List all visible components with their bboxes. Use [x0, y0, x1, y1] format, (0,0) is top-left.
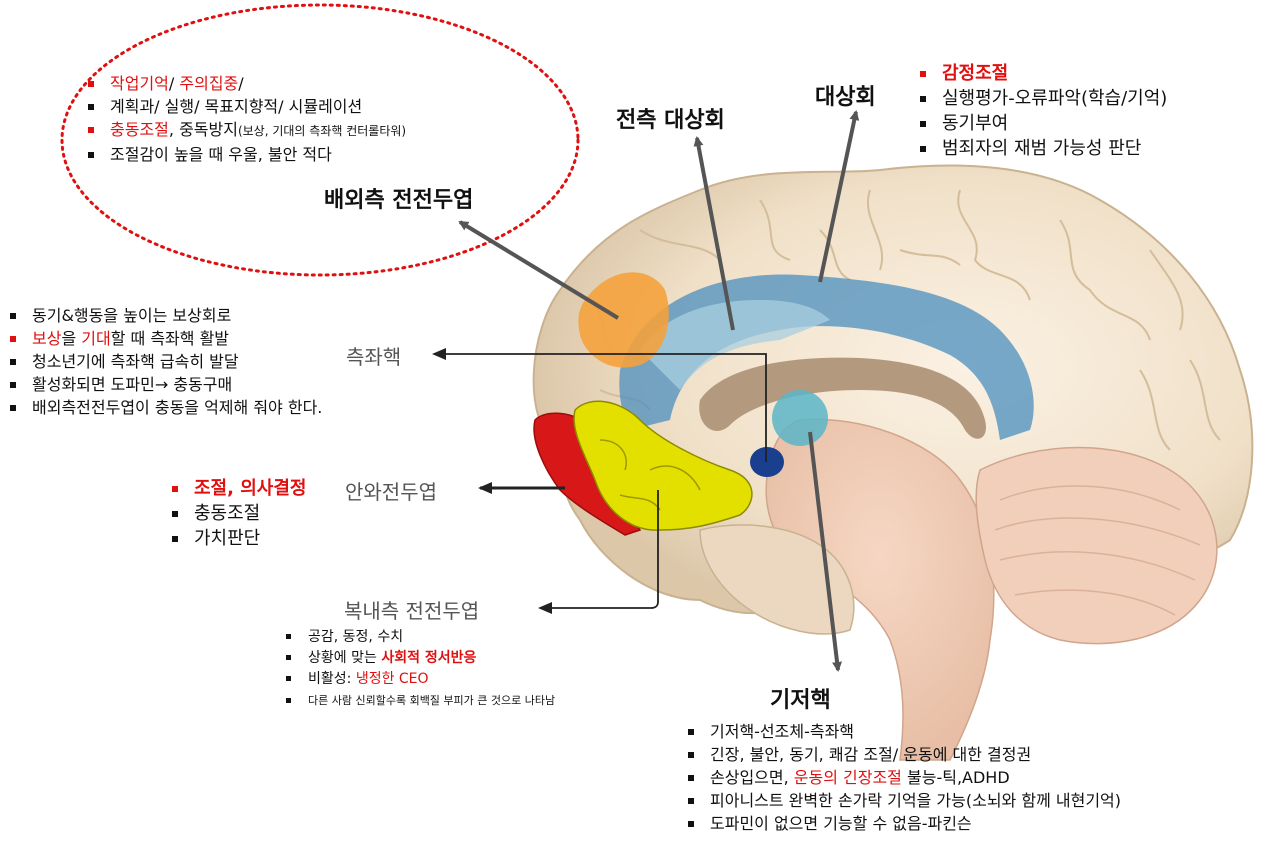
dlpfc-item-3-text: 충동조절 [110, 120, 169, 139]
vmpfc-item-2-text: 상황에 맞는 [308, 650, 382, 666]
basal-item-3: 손상입으면, 운동의 긴장조절 불능-틱,ADHD [686, 766, 1121, 789]
nacc-item-2-text: 기대 [81, 329, 111, 348]
vmpfc-title: 복내측 전전두엽 [344, 599, 480, 623]
nacc-item-5-text: 배외측전전두엽이 충동을 억제해 줘야 한다. [32, 398, 323, 417]
nacc-item-1-text: 동기&행동을 높이는 보상회로 [32, 306, 232, 325]
dlpfc-item-4-text: 조절감이 높을 때 우울, 불안 적다 [110, 145, 332, 164]
brain-illustration [532, 164, 1254, 761]
cingulate-item-3-text: 동기부여 [942, 113, 1009, 134]
dlpfc-item-2-text: 계획과/ 실행/ 목표지향적/ 시뮬레이션 [110, 97, 363, 116]
cingulate-item-2-text: 실행평가-오류파악(학습/기억) [942, 88, 1168, 109]
basal-item-4: 피아니스트 완벽한 손가락 기억을 가능(소뇌와 함께 내현기억) [686, 789, 1121, 812]
arrow-basal [808, 431, 843, 672]
arrow-dlpfc [458, 220, 620, 320]
arrow-nacc [432, 348, 767, 462]
nacc-item-3-text: 청소년기에 측좌핵 급속히 발달 [32, 352, 239, 371]
dlpfc-item-1-text: 주의집중 [179, 74, 239, 93]
cingulate-item-4: 범죄자의 재범 가능성 판단 [918, 136, 1167, 161]
basal-item-5-text: 도파민이 없으면 기능할 수 없음-파킨슨 [710, 814, 972, 833]
dlpfc-item-3: 충동조절, 중독방지(보상, 기대의 측좌핵 컨터롤타워) [86, 118, 406, 143]
basal-ganglia-title: 기저핵 [770, 688, 831, 713]
cingulate-item-3: 동기부여 [918, 111, 1167, 136]
basal-item-4-text: 피아니스트 완벽한 손가락 기억을 가능(소뇌와 함께 내현기억) [710, 791, 1122, 810]
vmpfc-item-3: 비활성: 냉정한 CEO [284, 669, 476, 690]
basal-item-2: 긴장, 불안, 동기, 쾌감 조절/ 운동에 대한 결정권 [686, 743, 1121, 766]
dlpfc-item-1: 작업기억/ 주의집중/ [86, 72, 406, 95]
nacc-title: 측좌핵 [346, 345, 402, 369]
basal-item-1-text: 기저핵-선조체-측좌핵 [710, 722, 855, 741]
dlpfc-region [578, 272, 669, 368]
nacc-item-1: 동기&행동을 높이는 보상회로 [8, 304, 322, 327]
dlpfc-item-1-text: / [238, 74, 244, 93]
brainstem [765, 418, 995, 761]
nacc-item-3: 청소년기에 측좌핵 급속히 발달 [8, 350, 322, 373]
ofc-title: 안와전두엽 [345, 480, 437, 504]
vmpfc-item-3-text: 냉정한 CEO [355, 671, 429, 687]
basal-item-3-text: 불능-틱,ADHD [901, 768, 1010, 787]
vmpfc-item-1-text: 공감, 동정, 수치 [308, 629, 404, 645]
nucleus-accumbens-region [750, 447, 784, 477]
arrow-vmpfc [538, 490, 659, 614]
vmpfc-item-3-text: 비활성: [308, 671, 356, 687]
dlpfc-title: 배외측 전전두엽 [324, 188, 474, 213]
basal-item-2-text: 긴장, 불안, 동기, 쾌감 조절/ 운동에 대한 결정권 [710, 745, 1032, 764]
cingulate-item-1-text: 감정조절 [942, 63, 1009, 84]
basal-ganglia-region [772, 390, 828, 446]
temporal-lobe [699, 524, 855, 635]
nacc-item-4-text: 활성화되면 도파민→ 충동구매 [32, 375, 233, 394]
arrows [432, 110, 860, 672]
basal-item-3-text: 운동의 긴장조절 [793, 768, 902, 787]
cingulate-title: 대상회 [815, 85, 876, 110]
cerebellum [975, 446, 1218, 645]
anterior-cingulate-title: 전측 대상회 [616, 108, 725, 133]
dlpfc-item-1-text: / [168, 74, 180, 93]
cingulate-item-2: 실행평가-오류파악(학습/기억) [918, 86, 1167, 111]
dlpfc-highlight-ellipse [60, 3, 580, 277]
vmpfc-note: 다른 사람 신뢰할수록 회백질 부피가 큰 것으로 나타남 [284, 692, 555, 710]
ofc-item-3-text: 가치판단 [194, 528, 261, 549]
ofc-item-2-text: 충동조절 [194, 503, 261, 524]
anterior-cingulate-region [640, 300, 830, 390]
basal-item-5: 도파민이 없으면 기능할 수 없음-파킨슨 [686, 812, 1121, 835]
nacc-item-2-text: 보상 [32, 329, 62, 348]
nacc-item-5: 배외측전전두엽이 충동을 억제해 줘야 한다. [8, 396, 322, 419]
nacc-item-2: 보상을 기대할 때 측좌핵 활발 [8, 327, 322, 350]
nacc-item-2-text: 할 때 측좌핵 활발 [110, 329, 230, 348]
dlpfc-item-1-text: 작업기억 [110, 74, 169, 93]
vmpfc-item-2: 상황에 맞는 사회적 정서반응 [284, 648, 476, 669]
ofc-item-3: 가치판단 [170, 526, 306, 551]
dlpfc-item-3-text: (보상, 기대의 측좌핵 컨터롤타워) [237, 124, 407, 138]
nacc-item-2-text: 을 [61, 329, 82, 348]
arrow-cingulate [818, 110, 860, 283]
arrow-acc-front [693, 136, 735, 331]
basal-item-1: 기저핵-선조체-측좌핵 [686, 720, 1121, 743]
ofc-item-1: 조절, 의사결정 [170, 476, 306, 501]
ofc-item-1-text: 조절, 의사결정 [194, 478, 307, 499]
vmpfc-item-1: 공감, 동정, 수치 [284, 627, 476, 648]
dlpfc-item-4: 조절감이 높을 때 우울, 불안 적다 [86, 143, 406, 166]
cingulate-item-4-text: 범죄자의 재범 가능성 판단 [942, 138, 1142, 159]
dlpfc-item-3-text: , 중독방지 [168, 120, 238, 139]
dlpfc-item-2: 계획과/ 실행/ 목표지향적/ 시뮬레이션 [86, 95, 406, 118]
cingulate-item-1: 감정조절 [918, 61, 1167, 86]
vmpfc-note-list: 다른 사람 신뢰할수록 회백질 부피가 큰 것으로 나타남 [284, 692, 555, 710]
ofc-item-2: 충동조절 [170, 501, 306, 526]
nacc-item-4: 활성화되면 도파민→ 충동구매 [8, 373, 322, 396]
basal-item-3-text: 손상입으면, [710, 768, 794, 787]
corpus-callosum [699, 357, 986, 439]
vmpfc-item-2-text: 사회적 정서반응 [381, 650, 477, 666]
